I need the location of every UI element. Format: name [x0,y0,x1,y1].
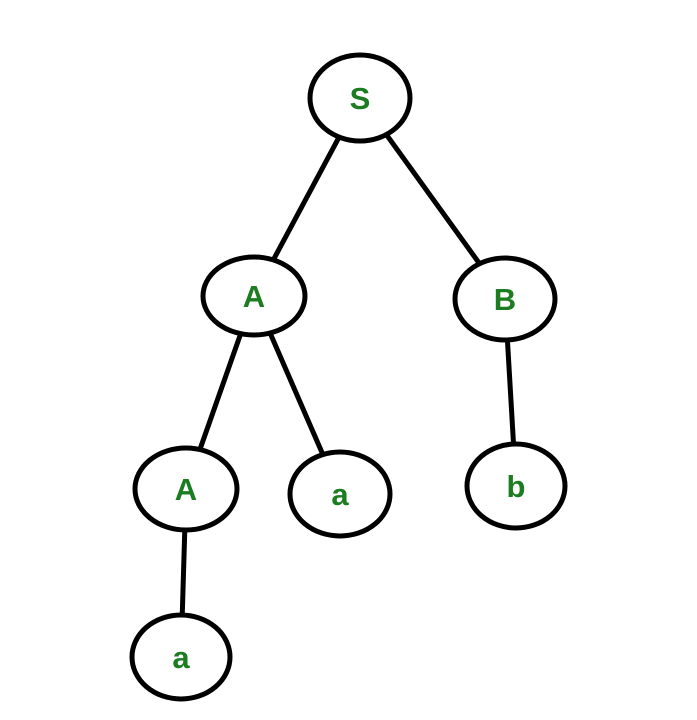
tree-node-label-b1: b [507,469,526,504]
tree-node-a1: a [287,449,393,539]
tree-node-circle-B [452,255,558,343]
tree-node-circle-a1 [287,449,393,539]
tree-node-label-B: B [494,282,516,317]
tree-node-circle-S [307,52,413,144]
tree-node-B: B [452,255,558,343]
tree-node-a2: a [129,612,233,702]
tree-node-label-A1: A [243,279,265,314]
tree-node-A1: A [200,254,308,338]
tree-node-circle-b1 [464,441,568,531]
tree-node-S: S [307,52,413,144]
tree-node-label-S: S [350,81,371,116]
tree-node-circle-A2 [132,445,240,533]
tree-node-circle-A1 [200,254,308,338]
tree-node-b1: b [464,441,568,531]
tree-node-circle-a2 [129,612,233,702]
tree-node-label-a2: a [172,640,190,675]
tree-node-label-a1: a [331,477,349,512]
tree-node-label-A2: A [175,472,197,507]
tree-node-A2: A [132,445,240,533]
